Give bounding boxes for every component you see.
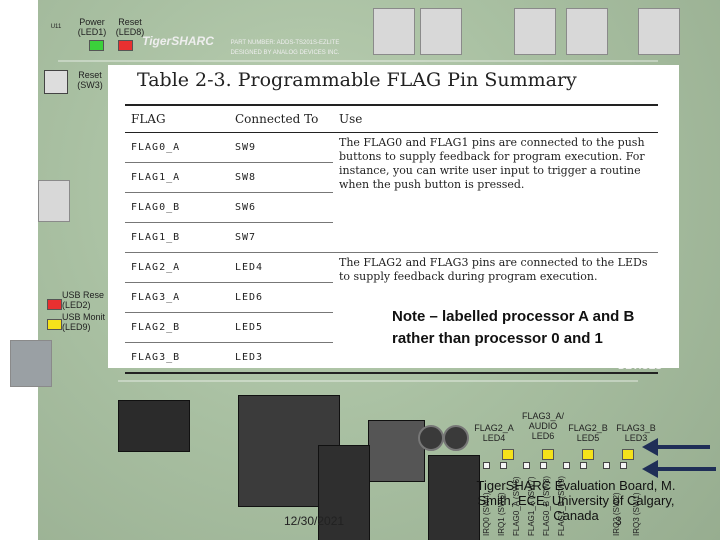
usb-monitor-led [47,319,62,330]
audio-jack [428,455,480,540]
led6 [542,449,554,460]
board-connector [420,8,462,55]
flag3-a-label: FLAG3_A/ AUDIO LED6 [521,411,565,441]
arrow-shaft [656,445,710,449]
connected-cell: SW6 [229,192,333,223]
table-row: FLAG3_B LED3 [125,342,658,374]
board-trace [58,60,658,62]
reset-switch [44,70,68,94]
page-number: 3 [615,514,622,528]
column-header-use: Use [333,104,658,133]
table-row: FLAG2_B LED5 [125,312,658,343]
switch-button [563,462,570,469]
flag-cell: FLAG2_A [125,252,229,283]
usb-connector [10,340,52,387]
table-row: FLAG0_B SW6 [125,192,658,223]
arrowhead [642,460,658,478]
note-text: Note – labelled processor A and B rather… [392,308,635,347]
switch-button [500,462,507,469]
connected-cell: LED4 [229,252,333,283]
table-title: Table 2-3. Programmable FLAG Pin Summary [137,69,577,91]
reset-led-label: Reset (LED8) [115,17,145,37]
flag-cell: FLAG1_B [125,222,229,253]
capacitor [418,425,444,451]
usb-monitor-label: USB Monit (LED9) [62,312,106,332]
flag-cell: FLAG1_A [125,162,229,193]
connected-cell: SW7 [229,222,333,253]
flag-cell: FLAG3_A [125,282,229,313]
board-connector [373,8,415,55]
arrow-shaft [656,467,716,471]
board-chip [368,420,425,482]
switch-button [483,462,490,469]
table-row: FLAG0_A SW9 The FLAG0 and FLAG1 pins are… [125,132,658,253]
table-row: FLAG1_B SW7 [125,222,658,253]
table-row: FLAG2_A LED4 The FLAG2 and FLAG3 pins ar… [125,252,658,374]
board-connector [566,8,608,55]
designer-silkscreen: DESIGNED BY ANALOG DEVICES INC. [230,50,340,56]
flag-cell: FLAG3_B [125,342,229,374]
flag-pin-table: FLAG Connected To Use FLAG0_A SW9 The FL… [125,104,658,374]
capacitor [443,425,469,451]
reset-switch-label: Reset (SW3) [77,70,103,90]
reset-led [118,40,133,51]
flag-cell: FLAG2_B [125,312,229,343]
connected-cell: LED3 [229,342,333,374]
switch-button [580,462,587,469]
switch-button [603,462,610,469]
board-connector [514,8,556,55]
connected-cell: SW9 [229,132,333,163]
board-trace [118,380,638,382]
connected-cell: LED6 [229,282,333,313]
flag-cell: FLAG0_A [125,132,229,163]
part-number-silkscreen: PART NUMBER: ADDS-TS201S-EZLITE [230,40,340,46]
board-connector [38,180,70,222]
table-row: FLAG1_A SW8 [125,162,658,193]
flag3-b-label: FLAG3_B LED3 [616,423,656,443]
use-cell: The FLAG0 and FLAG1 pins are connected t… [333,132,658,253]
board-silkscreen: U11 [50,24,62,30]
brand-logo: TigerSHARC [142,34,214,48]
flag2-b-label: FLAG2_B LED5 [568,423,608,443]
footer-date: 12/30/2021 [284,514,345,528]
table-row: FLAG3_A LED6 [125,282,658,313]
usb-reset-led [47,299,62,310]
flag-cell: FLAG0_B [125,192,229,223]
arrowhead [642,438,658,456]
footer-credit: TigerSHARC Evaluation Board, M. Smith, E… [476,478,676,523]
column-header-connected: Connected To [229,104,333,133]
usb-reset-label: USB Rese (LED2) [62,290,105,310]
power-led [89,40,104,51]
flag2-a-label: FLAG2_A LED4 [474,423,514,443]
led3 [622,449,634,460]
use-cell: The FLAG2 and FLAG3 pins are connected t… [333,252,658,374]
led4 [502,449,514,460]
switch-button [523,462,530,469]
column-header-flag: FLAG [125,104,229,133]
connected-cell: SW8 [229,162,333,193]
audio-jack [318,445,370,540]
board-connector [638,8,680,55]
power-led-label: Power (LED1) [77,17,107,37]
led5 [582,449,594,460]
switch-button [540,462,547,469]
switch-button [620,462,627,469]
connected-cell: LED5 [229,312,333,343]
board-chip [118,400,190,452]
